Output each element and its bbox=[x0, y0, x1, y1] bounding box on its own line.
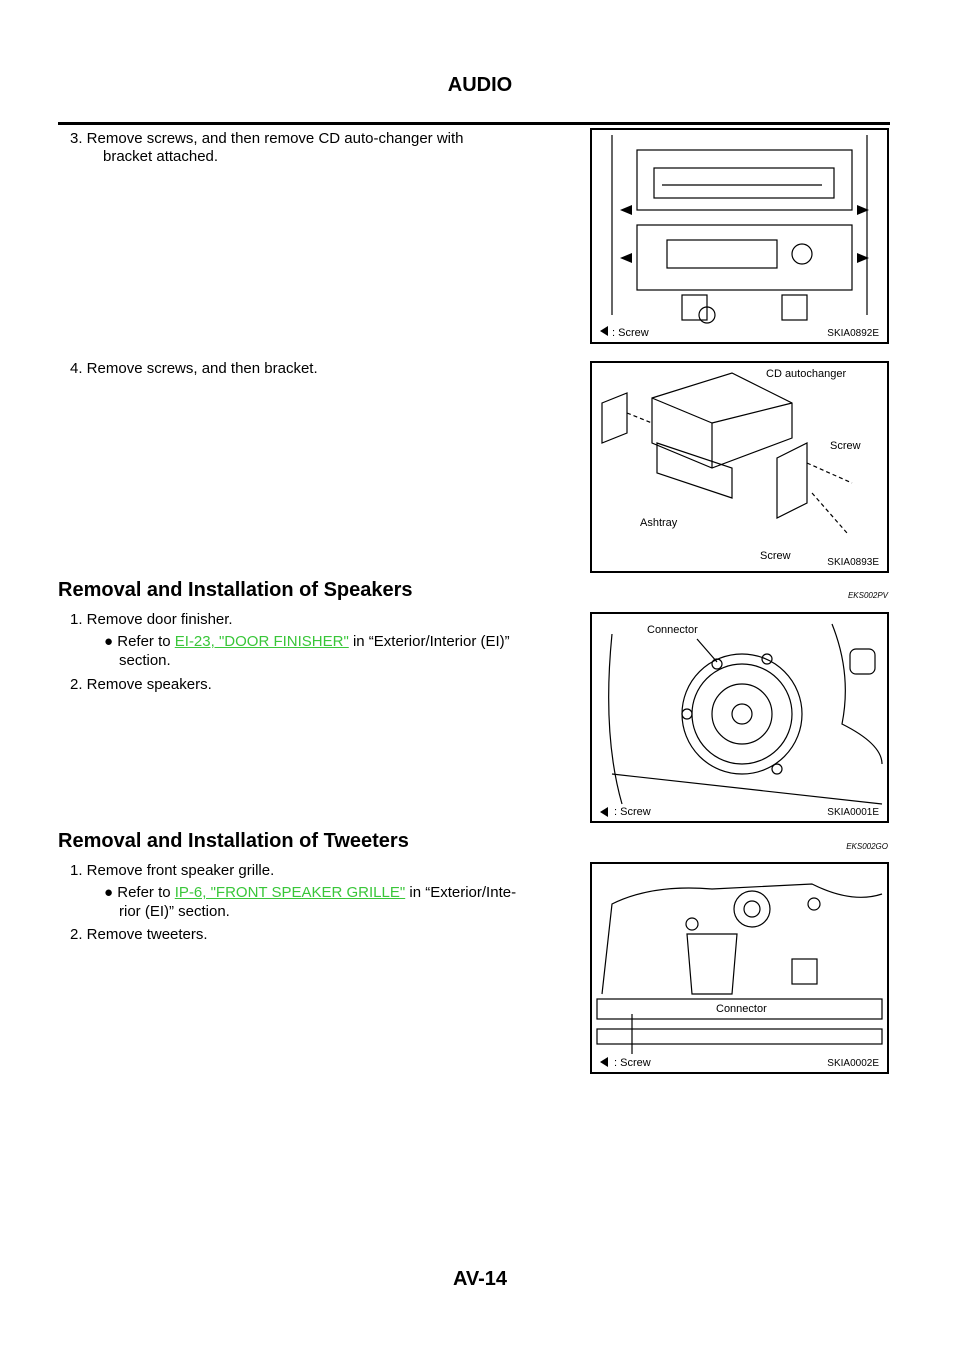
step-2: 2. Remove tweeters. bbox=[70, 926, 208, 943]
figure-legend: : Screw bbox=[614, 806, 651, 818]
bullet-icon: ● bbox=[104, 633, 114, 650]
step-2: 2. Remove speakers. bbox=[70, 676, 212, 693]
figure-id: SKIA0002E bbox=[827, 1058, 879, 1069]
label-ashtray: Ashtray bbox=[640, 517, 678, 529]
link-door-finisher[interactable]: EI-23, "DOOR FINISHER" bbox=[174, 633, 349, 650]
bullet-cont: rior (EI)” section. bbox=[119, 903, 230, 920]
figure-cd-changer-bracket: CD autochanger Screw Ashtray Screw SKIA0… bbox=[590, 361, 889, 573]
bullet-icon: ● bbox=[104, 884, 114, 901]
label-cd-autochanger: CD autochanger bbox=[766, 368, 847, 380]
label-connector: Connector bbox=[716, 1003, 767, 1015]
refer-suffix: in “Exterior/Inte- bbox=[409, 884, 517, 901]
section-code: EKS002PV bbox=[847, 591, 888, 600]
refer-text: Refer to bbox=[117, 633, 171, 650]
figure-legend: : Screw bbox=[614, 1057, 651, 1069]
heading-speakers: Removal and Installation of Speakers bbox=[58, 579, 413, 601]
heading-tweeters: Removal and Installation of Tweeters bbox=[58, 830, 409, 852]
figure-cd-changer-screws: : Screw SKIA0892E bbox=[590, 128, 889, 344]
bullet-cont: section. bbox=[119, 652, 171, 669]
cd-changer-illustration bbox=[600, 135, 869, 336]
label-connector: Connector bbox=[647, 624, 698, 636]
figure-speaker: Connector : Screw SKIA0001E bbox=[590, 612, 889, 823]
link-front-speaker-grille[interactable]: IP-6, "FRONT SPEAKER GRILLE" bbox=[174, 884, 406, 901]
figure-id: SKIA0892E bbox=[827, 328, 879, 339]
label-screw-2: Screw bbox=[760, 550, 791, 562]
bullet-refer: ● Refer to IP-6, "FRONT SPEAKER GRILLE" … bbox=[104, 883, 582, 902]
bullet-refer: ● Refer to EI-23, "DOOR FINISHER" in “Ex… bbox=[104, 632, 582, 651]
tweeter-illustration bbox=[596, 883, 883, 1067]
page-number: AV-14 bbox=[452, 1268, 508, 1290]
refer-suffix: in “Exterior/Interior (EI)” bbox=[352, 633, 510, 650]
figure-tweeter: Connector : Screw SKIA0002E bbox=[590, 862, 889, 1074]
header-rule bbox=[58, 122, 890, 125]
step-4: 4. Remove screws, and then bracket. bbox=[70, 360, 318, 377]
step-3-cont: bracket attached. bbox=[103, 148, 219, 165]
label-screw: Screw bbox=[830, 440, 861, 452]
speaker-illustration bbox=[600, 623, 883, 817]
step-1: 1. Remove front speaker grille. bbox=[70, 862, 275, 879]
page-header: AUDIO bbox=[447, 74, 513, 96]
figure-id: SKIA0001E bbox=[827, 807, 879, 818]
section-code: EKS002GO bbox=[846, 842, 888, 851]
refer-text: Refer to bbox=[117, 884, 171, 901]
step-3: 3. Remove screws, and then remove CD aut… bbox=[70, 130, 464, 147]
figure-legend: : Screw bbox=[612, 327, 649, 339]
figure-id: SKIA0893E bbox=[827, 557, 879, 568]
step-1: 1. Remove door finisher. bbox=[70, 611, 233, 628]
bracket-illustration bbox=[601, 372, 853, 534]
